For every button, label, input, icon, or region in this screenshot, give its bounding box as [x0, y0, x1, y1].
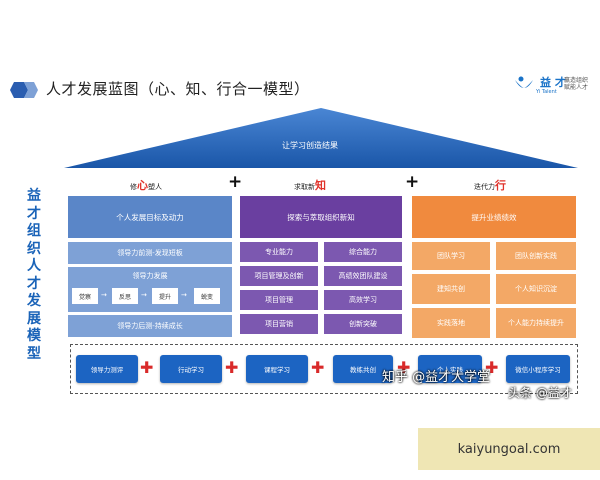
col3-item: 个人能力持续提升 [496, 308, 576, 338]
step-arrow: → [141, 291, 147, 299]
vertical-char: 才 [27, 205, 41, 222]
plus-icon: ✚ [311, 358, 325, 377]
program-box: 教练共创 [333, 355, 393, 383]
plus-sign: + [405, 172, 420, 192]
program-box: 领导力测评 [76, 355, 138, 383]
col1-header: 个人发展目标及动力 [68, 196, 232, 238]
col1-dev-title: 领导力发展 [132, 272, 168, 280]
pillar-accent: 心 [137, 179, 148, 192]
plus-sign: + [228, 172, 243, 192]
logo-mark-icon [515, 76, 533, 88]
roof-label: 让学习创造结果 [282, 141, 338, 150]
pillar-suffix: 塑人 [148, 183, 162, 191]
vertical-char: 才 [27, 275, 41, 292]
col2-header: 探索与萃取组织新知 [240, 196, 402, 238]
col2-item: 创新突破 [324, 314, 402, 334]
program-row [70, 344, 578, 394]
vertical-char: 织 [27, 240, 41, 257]
col2-item: 项目管理 [240, 290, 318, 310]
col2-item: 综合能力 [324, 242, 402, 262]
col3-item: 实践落地 [412, 308, 490, 338]
col3-item: 建知共创 [412, 274, 490, 304]
col2-item: 高效学习 [324, 290, 402, 310]
step-arrow: → [181, 291, 187, 299]
vertical-char: 益 [27, 188, 41, 204]
col1-row: 领导力后测-持续成长 [68, 315, 232, 337]
program-box: 行动学习 [160, 355, 222, 383]
pillar-title-know: 求取新知 [294, 177, 326, 193]
plus-icon: ✚ [140, 358, 154, 377]
toutiao-watermark: 头条 @益才 [508, 386, 572, 400]
roof-triangle [64, 108, 578, 168]
vertical-char: 人 [27, 258, 41, 274]
vertical-char: 组 [27, 223, 41, 239]
site-watermark: kaiyungoal.com [418, 428, 600, 470]
program-box: 个人实践 [418, 355, 482, 383]
col3-item: 个人知识沉淀 [496, 274, 576, 304]
col2-item: 专业能力 [240, 242, 318, 262]
vertical-char: 模 [27, 328, 41, 344]
col3-header: 提升业绩绩效 [412, 196, 576, 238]
vertical-char: 发 [27, 293, 41, 309]
pillar-title-act: 迭代力行 [474, 177, 506, 193]
col1-row: 领导力前测-发现短板 [68, 242, 232, 264]
vertical-char: 展 [27, 310, 41, 327]
step-box: 反思 [112, 288, 138, 304]
step-box: 提升 [152, 288, 178, 304]
program-box: 课程学习 [246, 355, 308, 383]
pillar-title-heart: 修心塑人 [130, 177, 162, 193]
pillar-accent: 知 [315, 179, 326, 192]
col2-item: 项目管理及创新 [240, 266, 318, 286]
step-box: 蜕变 [194, 288, 220, 304]
zhihu-watermark: 知乎 @益才大学堂 [382, 370, 491, 385]
step-box: 觉察 [72, 288, 98, 304]
col3-item: 团队学习 [412, 242, 490, 270]
plus-icon: ✚ [485, 358, 499, 377]
col2-item: 项目营销 [240, 314, 318, 334]
col2-item: 高绩效团队建设 [324, 266, 402, 286]
vertical-char: 型 [27, 345, 41, 362]
plus-icon: ✚ [225, 358, 239, 377]
pillar-prefix: 求取新 [294, 183, 315, 191]
vertical-label: 益 才 组 织 人 才 发 展 模 型 [26, 188, 42, 363]
logo-name: 益 才 [540, 76, 566, 89]
company-logo: 益 才 赢造组织 赋能人才 Yi Talent [512, 74, 594, 100]
pillar-accent: 行 [495, 179, 506, 192]
pillar-prefix: 迭代力 [474, 183, 495, 191]
step-arrow: → [101, 291, 107, 299]
logo-tagline: 赢造组织 赋能人才 [564, 77, 589, 91]
page-title: 人才发展蓝图（心、知、行合一模型） [46, 80, 310, 98]
program-box: 微信小程序学习 [506, 355, 570, 383]
col3-item: 团队创新实践 [496, 242, 576, 270]
logo-english: Yi Talent [536, 89, 557, 95]
plus-icon: ✚ [397, 358, 411, 377]
pillar-prefix: 修 [130, 183, 137, 191]
hexagon-icon [10, 82, 38, 98]
